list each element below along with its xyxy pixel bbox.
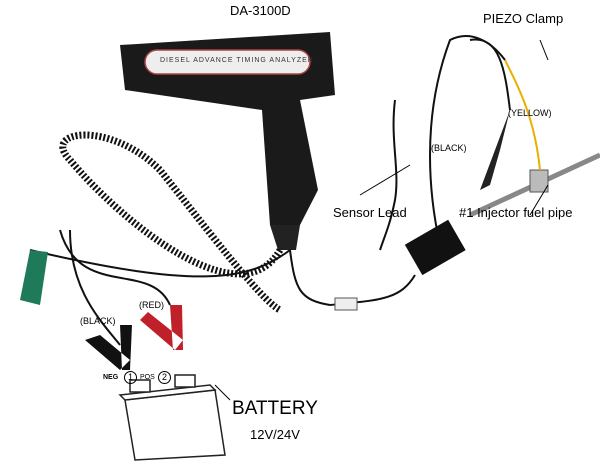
connector	[334, 297, 358, 311]
yellow-wire-label: (YELLOW)	[508, 108, 552, 118]
cables	[29, 35, 511, 346]
black-clamp-label: (BLACK)	[80, 316, 116, 326]
neg-number: 1	[124, 371, 137, 384]
voltage-label: 12V/24V	[250, 427, 300, 442]
coiled-cord	[59, 131, 284, 314]
red-clamp-label: (RED)	[139, 300, 164, 310]
red-clamp	[140, 305, 183, 350]
timing-gun	[120, 32, 335, 250]
sensor-lead-label: Sensor Lead	[333, 205, 407, 220]
black-clamp	[85, 325, 132, 370]
battery	[118, 374, 226, 461]
battery-label: BATTERY	[232, 398, 318, 419]
neg-label: NEG	[103, 374, 119, 381]
piezo-clamp-label: PIEZO Clamp	[483, 11, 564, 26]
sensor-box	[404, 219, 466, 276]
device-label: DIESEL ADVANCE TIMING ANALYZER	[160, 57, 314, 64]
black-sensor-wire-label: (BLACK)	[431, 143, 467, 153]
pos-number: 2	[158, 371, 171, 384]
pos-label: POS	[140, 374, 155, 381]
green-clip	[20, 250, 48, 305]
injector-pipe-label: #1 Injector fuel pipe	[459, 205, 573, 220]
model-title: DA-3100D	[230, 3, 291, 18]
